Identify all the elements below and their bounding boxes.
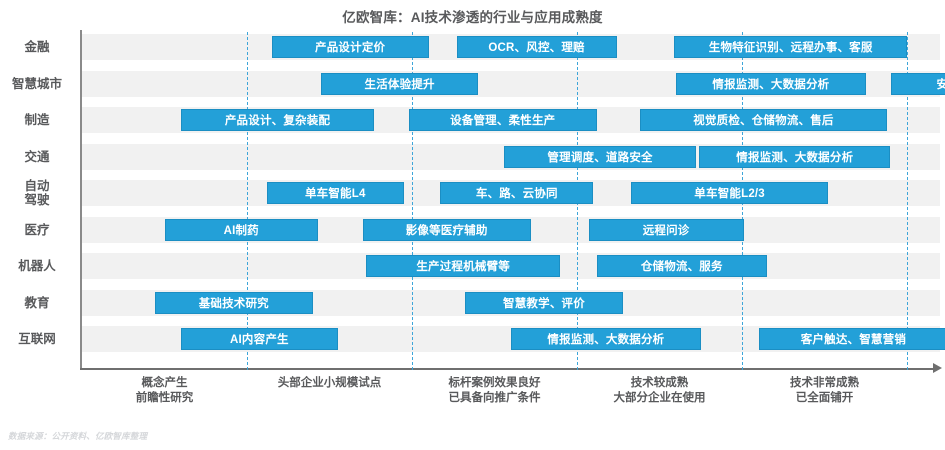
- gridline-stage-5: [907, 32, 908, 370]
- y-axis-label-line: 互联网: [18, 332, 56, 346]
- gridline-stage-2: [412, 32, 413, 370]
- bar-item[interactable]: 单车智能L4: [266, 182, 404, 204]
- y-axis-label-line: 交通: [24, 149, 50, 164]
- stage-label-line: 概念产生: [141, 377, 188, 389]
- stage-label-line: 技术较成熟: [630, 377, 689, 389]
- bar-item[interactable]: OCR、风控、理赔: [456, 36, 617, 58]
- stage-label-line: 大部分企业在使用: [613, 392, 706, 404]
- y-axis-label-line: 驾驶: [24, 193, 50, 207]
- y-axis-label-自动驾驶: 自动驾驶: [0, 179, 74, 207]
- bar-item[interactable]: 管理调度、道路安全: [504, 145, 696, 168]
- bar-item[interactable]: 车、路、云协同: [440, 182, 594, 204]
- stage-label-2: 头部企业小规模试点: [250, 376, 410, 391]
- stage-label-line: 头部企业小规模试点: [277, 377, 382, 389]
- y-axis-line: [80, 30, 82, 368]
- bar-item[interactable]: 生活体验提升: [321, 72, 478, 95]
- bar-item[interactable]: 仓储物流、服务: [596, 255, 767, 277]
- bar-item[interactable]: 设备管理、柔性生产: [408, 109, 597, 131]
- y-axis-label-机器人: 机器人: [0, 259, 74, 273]
- gridline-stage-1: [247, 32, 248, 370]
- stage-label-line: 已具备向推广条件: [448, 392, 541, 404]
- bar-item[interactable]: AI内容产生: [181, 328, 338, 350]
- bar-item[interactable]: 客户触达、智慧营销: [758, 328, 945, 350]
- y-axis-label-互联网: 互联网: [0, 332, 74, 346]
- stage-label-4: 技术较成熟大部分企业在使用: [580, 376, 740, 406]
- x-axis-arrow-icon: [933, 363, 942, 373]
- y-axis-label-制造: 制造: [0, 113, 74, 127]
- y-axis-label-line: 金融: [24, 40, 50, 54]
- bar-item[interactable]: 单车智能L2/3: [631, 182, 828, 204]
- y-axis-label-line: 自动: [24, 179, 50, 193]
- bar-item[interactable]: 情报监测、大数据分析: [511, 328, 701, 350]
- stage-label-line: 技术非常成熟: [790, 377, 859, 389]
- stage-label-3: 标杆案例效果良好已具备向推广条件: [415, 376, 575, 406]
- bar-item[interactable]: 情报监测、大数据分析: [699, 145, 891, 168]
- bar-item[interactable]: 视觉质检、仓储物流、售后: [639, 109, 888, 131]
- y-axis-label-line: 机器人: [18, 259, 56, 273]
- y-axis-label-教育: 教育: [0, 296, 74, 310]
- y-axis-label-line: 医疗: [24, 222, 50, 237]
- bar-item[interactable]: 基础技术研究: [154, 291, 313, 314]
- stage-label-line: 已全面铺开: [795, 392, 854, 404]
- bar-item[interactable]: 生物特征识别、远程办事、客服: [674, 36, 907, 58]
- page-title: 亿欧智库：AI技术渗透的行业与应用成熟度: [342, 10, 603, 25]
- y-axis-label-line: 制造: [24, 113, 50, 127]
- bar-item[interactable]: 生产过程机械臂等: [365, 255, 561, 277]
- stage-label-5: 技术非常成熟已全面铺开: [745, 376, 905, 406]
- stage-label-line: 标杆案例效果良好: [448, 377, 541, 389]
- y-axis-label-交通: 交通: [0, 150, 74, 164]
- bar-item[interactable]: 安防: [890, 72, 945, 95]
- source-note: 数据来源：公开资料、亿欧智库整理: [8, 431, 148, 441]
- y-axis-label-医疗: 医疗: [0, 223, 74, 237]
- bar-item[interactable]: 远程问诊: [588, 218, 744, 241]
- bar-item[interactable]: AI制药: [164, 218, 318, 241]
- x-axis-line: [80, 368, 935, 370]
- bar-item[interactable]: 产品设计、复杂装配: [181, 109, 375, 131]
- stage-label-line: 前瞻性研究: [135, 392, 194, 404]
- y-axis-label-line: 教育: [24, 295, 50, 310]
- bar-item[interactable]: 智慧教学、评价: [464, 291, 624, 314]
- y-axis-label-智慧城市: 智慧城市: [0, 77, 74, 91]
- bar-item[interactable]: 情报监测、大数据分析: [676, 72, 866, 95]
- bar-item[interactable]: 影像等医疗辅助: [362, 218, 531, 241]
- bar-item[interactable]: 产品设计定价: [271, 36, 429, 58]
- y-axis-label-金融: 金融: [0, 40, 74, 54]
- y-axis-label-line: 智慧城市: [11, 76, 62, 91]
- stage-label-1: 概念产生前瞻性研究: [85, 376, 245, 406]
